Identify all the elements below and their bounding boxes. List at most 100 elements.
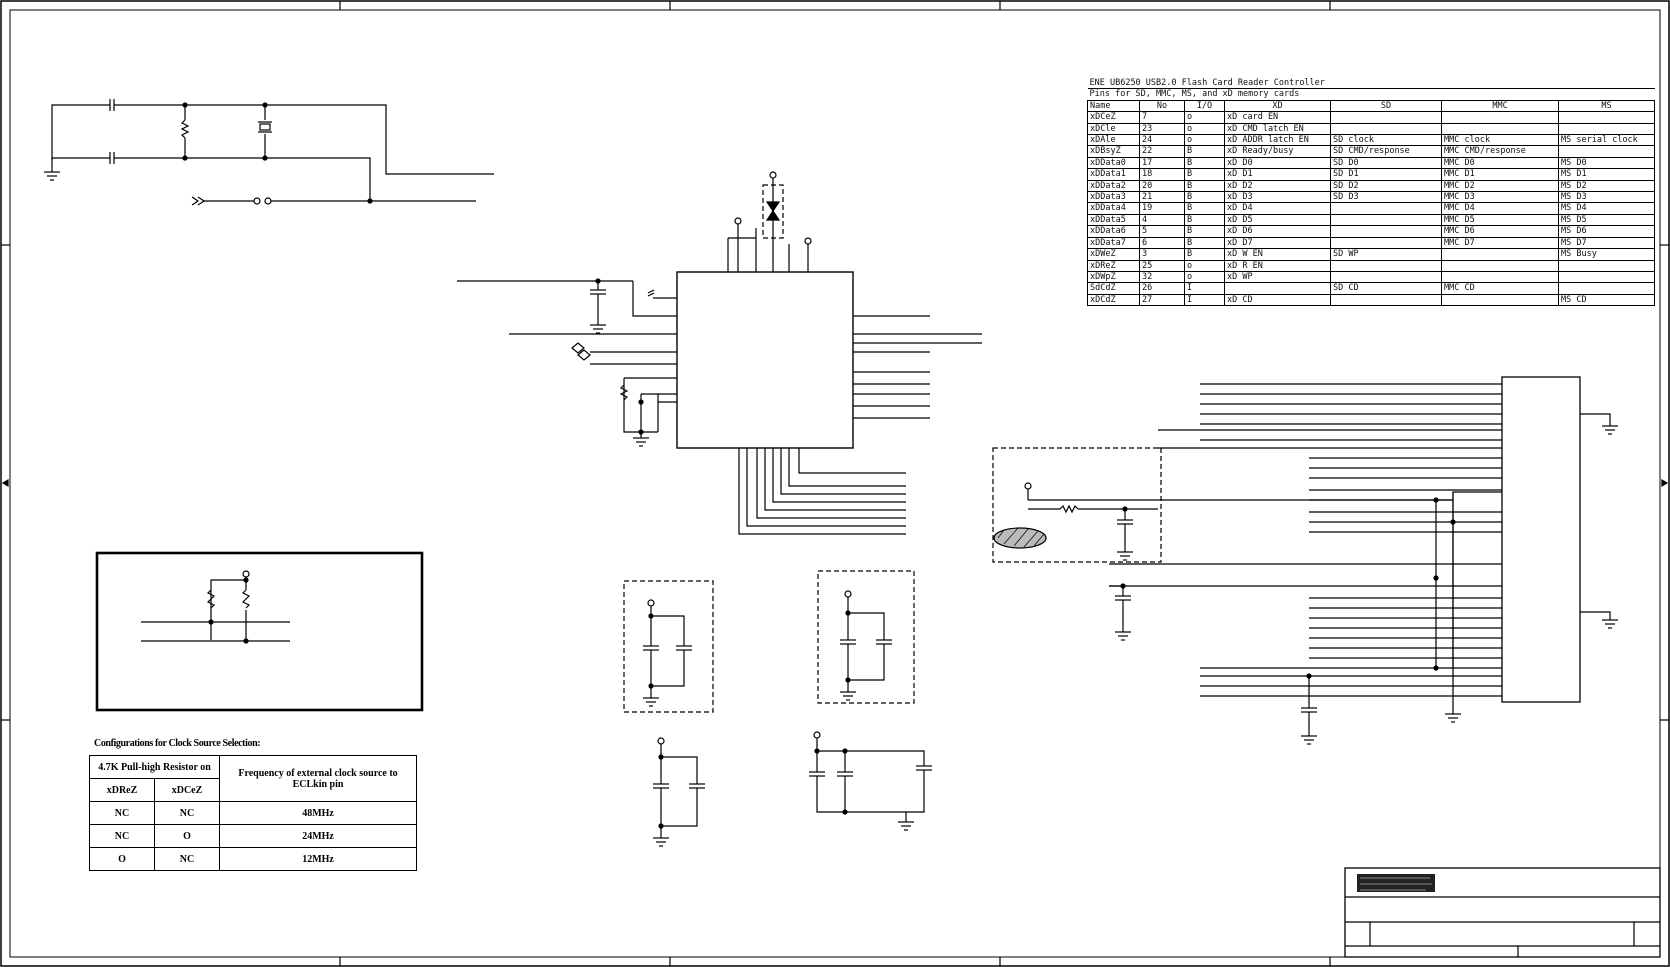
pin-cell: 17 <box>1139 156 1185 170</box>
clock-config-caption: Configurations for Clock Source Selectio… <box>94 738 261 749</box>
decoupling-block-b <box>817 570 915 704</box>
clock-cell: 12MHz <box>219 847 418 871</box>
clock-cell: 24MHz <box>219 824 418 848</box>
pin-cell <box>1441 293 1560 307</box>
pin-cell: SD D2 <box>1330 179 1443 193</box>
clock-cell: NC <box>89 824 155 848</box>
pin-assignment-table: ENE UB6250 USB2.0 Flash Card Reader Cont… <box>1087 78 1656 307</box>
controller-ic <box>457 171 982 535</box>
pin-cell: xDCdZ <box>1087 293 1140 307</box>
xdrez-header: xDReZ <box>89 778 155 802</box>
pin-cell: xDCeZ <box>1087 111 1140 124</box>
pin-cell: xD D2 <box>1223 179 1332 193</box>
pin-cell: MS D5 <box>1558 213 1656 227</box>
pin-cell: B <box>1184 156 1225 170</box>
pin-cell: xDAle <box>1087 134 1140 147</box>
pin-cell: 20 <box>1139 179 1185 193</box>
pin-cell: xDBsyZ <box>1087 145 1140 158</box>
decoupling-circuit-d <box>809 731 932 831</box>
xdcez-header: xDCeZ <box>153 778 221 802</box>
pin-cell: MS CD <box>1558 293 1656 307</box>
pin-cell: MMC D5 <box>1441 213 1560 227</box>
pin-cell: 26 <box>1139 282 1185 295</box>
pin-cell: o <box>1184 134 1225 147</box>
pin-cell: 24 <box>1139 134 1185 147</box>
pin-cell: xDWeZ <box>1087 248 1140 261</box>
pin-cell: xD R EN <box>1223 259 1332 272</box>
pin-cell: o <box>1184 111 1225 124</box>
pin-cell: xD D1 <box>1223 168 1332 181</box>
pin-cell: SD CD <box>1330 282 1443 295</box>
pin-cell: xD D5 <box>1223 213 1332 227</box>
pin-cell: MMC D1 <box>1441 168 1560 181</box>
pin-cell <box>1330 270 1443 284</box>
pin-table-subtitle: Pins for SD, MMC, MS, and xD memory card… <box>1087 88 1331 101</box>
pin-cell: B <box>1184 191 1225 204</box>
pin-cell: xDData4 <box>1087 202 1140 215</box>
pin-cell: xD D7 <box>1223 236 1332 250</box>
pin-cell: 22 <box>1139 145 1185 158</box>
rc-filter-block <box>992 447 1162 563</box>
pin-cell: xDData7 <box>1087 236 1140 250</box>
pin-cell: o <box>1184 122 1225 136</box>
pin-cell: MS D3 <box>1558 191 1656 204</box>
pin-cell <box>1441 122 1560 136</box>
pin-cell: B <box>1184 202 1225 215</box>
pin-cell: xDData6 <box>1087 225 1140 238</box>
pin-cell: MS D7 <box>1558 236 1656 250</box>
pin-cell <box>1330 111 1443 124</box>
pin-cell <box>1330 202 1443 215</box>
pin-cell: xDData5 <box>1087 213 1140 227</box>
header-io: I/O <box>1184 99 1225 113</box>
pin-cell: xD D3 <box>1223 191 1332 204</box>
title-block-logo <box>1357 874 1435 892</box>
pin-cell: MMC CD <box>1441 282 1560 295</box>
pin-cell: o <box>1184 259 1225 272</box>
pin-cell: o <box>1184 270 1225 284</box>
pin-cell <box>1330 213 1443 227</box>
clock-cell: 48MHz <box>219 801 418 825</box>
pin-cell: 4 <box>1139 213 1185 227</box>
pin-cell: MS D0 <box>1558 156 1656 170</box>
clock-row: NC NC 48MHz <box>89 801 418 825</box>
title-block <box>1344 867 1661 958</box>
pin-cell: 23 <box>1139 122 1185 136</box>
pin-cell: MS Busy <box>1558 248 1656 261</box>
header-ms: MS <box>1558 99 1656 113</box>
decoupling-circuit-c <box>653 737 705 847</box>
pin-cell: 3 <box>1139 248 1185 261</box>
pin-cell: xD Ready/busy <box>1223 145 1332 158</box>
pin-cell: MMC D7 <box>1441 236 1560 250</box>
pin-cell: 19 <box>1139 202 1185 215</box>
pin-cell: SD WP <box>1330 248 1443 261</box>
pin-cell: MS D1 <box>1558 168 1656 181</box>
pin-cell: 18 <box>1139 168 1185 181</box>
pin-table-header-row: Name No I/O XD SD MMC MS <box>1087 99 1656 113</box>
pin-cell: MMC D6 <box>1441 225 1560 238</box>
pin-cell: SD D0 <box>1330 156 1443 170</box>
pin-cell <box>1330 122 1443 136</box>
clock-cell: NC <box>153 847 221 871</box>
pin-cell: SdCdZ <box>1087 282 1140 295</box>
pin-cell: I <box>1184 282 1225 295</box>
pin-cell: xD D4 <box>1223 202 1332 215</box>
pin-cell: MMC D4 <box>1441 202 1560 215</box>
pin-cell <box>1330 236 1443 250</box>
pin-cell <box>1558 145 1656 158</box>
pin-cell: xD CD <box>1223 293 1332 307</box>
pin-cell: 5 <box>1139 225 1185 238</box>
pin-cell: MS D4 <box>1558 202 1656 215</box>
